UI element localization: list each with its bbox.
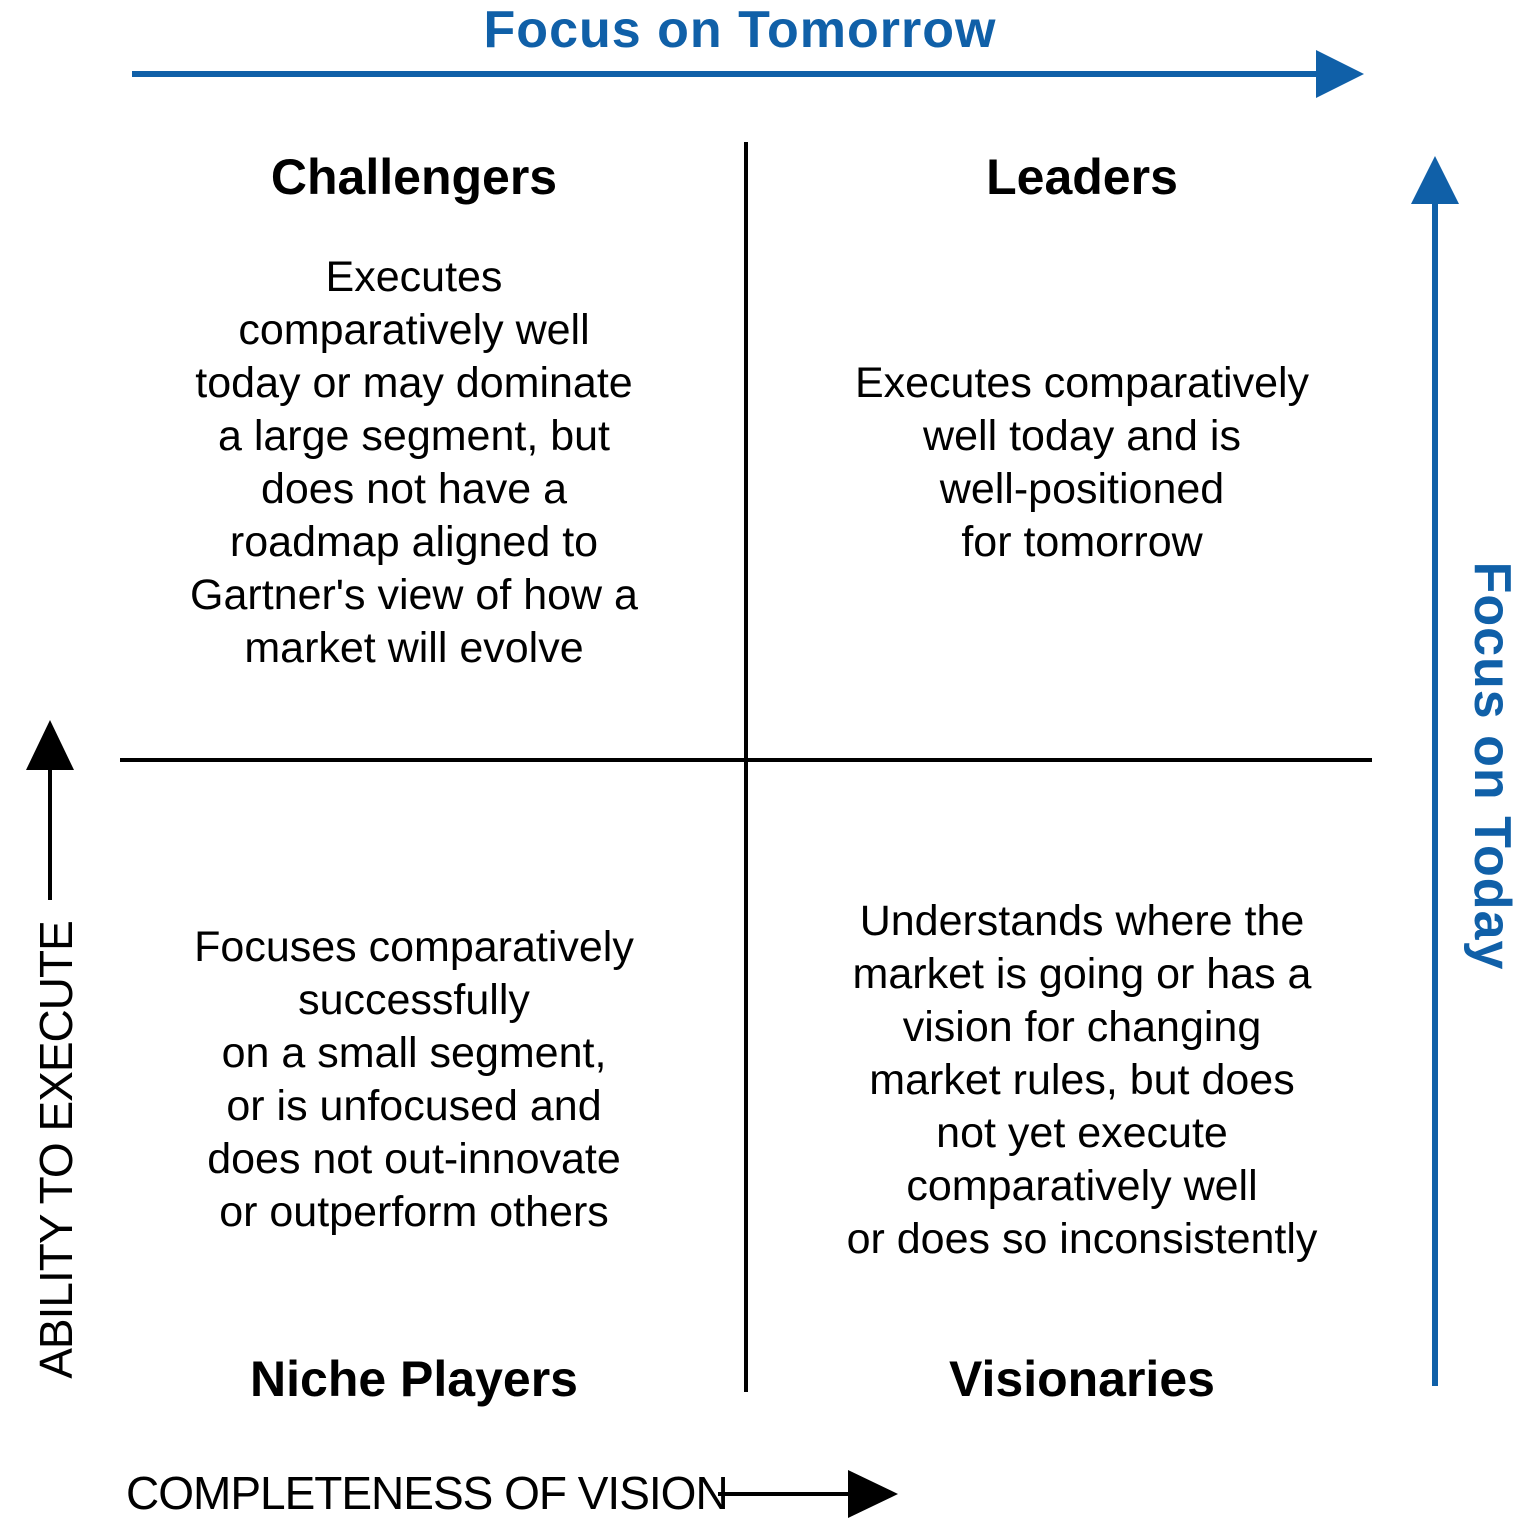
leaders-line: well-positioned bbox=[939, 465, 1225, 513]
visionaries-line: market is going or has a bbox=[852, 950, 1312, 998]
niche-players-line: Focuses comparatively bbox=[194, 923, 634, 971]
leaders-line: for tomorrow bbox=[961, 518, 1203, 566]
ability-to-execute-label: ABILITY TO EXECUTE bbox=[30, 921, 82, 1379]
niche-players-line: does not out-innovate bbox=[207, 1135, 621, 1183]
challengers-description: Executes comparatively well today or may… bbox=[190, 251, 638, 675]
visionaries-line: comparatively well bbox=[906, 1162, 1258, 1210]
y-axis-arrow-head bbox=[26, 720, 74, 770]
challengers-line: market will evolve bbox=[244, 624, 584, 672]
challengers-line: does not have a bbox=[260, 465, 568, 513]
niche-players-line: or is unfocused and bbox=[226, 1082, 602, 1130]
challengers-line: comparatively well bbox=[238, 306, 590, 354]
leaders-line: well today and is bbox=[923, 412, 1241, 460]
challengers-line: roadmap aligned to bbox=[229, 518, 599, 566]
completeness-of-vision-label: COMPLETENESS OF VISION bbox=[126, 1467, 729, 1519]
focus-today-label: Focus on Today bbox=[1463, 561, 1521, 971]
visionaries-line: not yet execute bbox=[936, 1109, 1228, 1157]
x-axis-arrow-head bbox=[848, 1470, 898, 1518]
niche-players-title: Niche Players bbox=[250, 1351, 578, 1407]
focus-tomorrow-label: Focus on Tomorrow bbox=[483, 1, 997, 59]
challengers-line: Executes bbox=[325, 253, 503, 301]
visionaries-line: or does so inconsistently bbox=[846, 1215, 1318, 1263]
visionaries-line: market rules, but does bbox=[869, 1056, 1295, 1104]
leaders-description: Executes comparatively well today and is… bbox=[855, 357, 1309, 569]
visionaries-line: Understands where the bbox=[859, 897, 1305, 945]
visionaries-description: Understands where the market is going or… bbox=[847, 895, 1318, 1266]
challengers-line: Gartner's view of how a bbox=[190, 571, 638, 619]
focus-today-arrow-head bbox=[1411, 156, 1459, 204]
focus-tomorrow-arrow-head bbox=[1316, 50, 1364, 98]
leaders-title: Leaders bbox=[986, 149, 1178, 205]
niche-players-line: or outperform others bbox=[219, 1188, 609, 1236]
niche-players-line: on a small segment, bbox=[221, 1029, 607, 1077]
niche-players-description: Focuses comparatively successfully on a … bbox=[194, 921, 634, 1239]
visionaries-line: vision for changing bbox=[902, 1003, 1262, 1051]
challengers-line: a large segment, but bbox=[217, 412, 611, 460]
visionaries-title: Visionaries bbox=[949, 1351, 1215, 1407]
leaders-line: Executes comparatively bbox=[854, 359, 1310, 407]
niche-players-line: successfully bbox=[298, 976, 530, 1024]
challengers-title: Challengers bbox=[270, 149, 558, 205]
challengers-line: today or may dominate bbox=[195, 359, 633, 407]
